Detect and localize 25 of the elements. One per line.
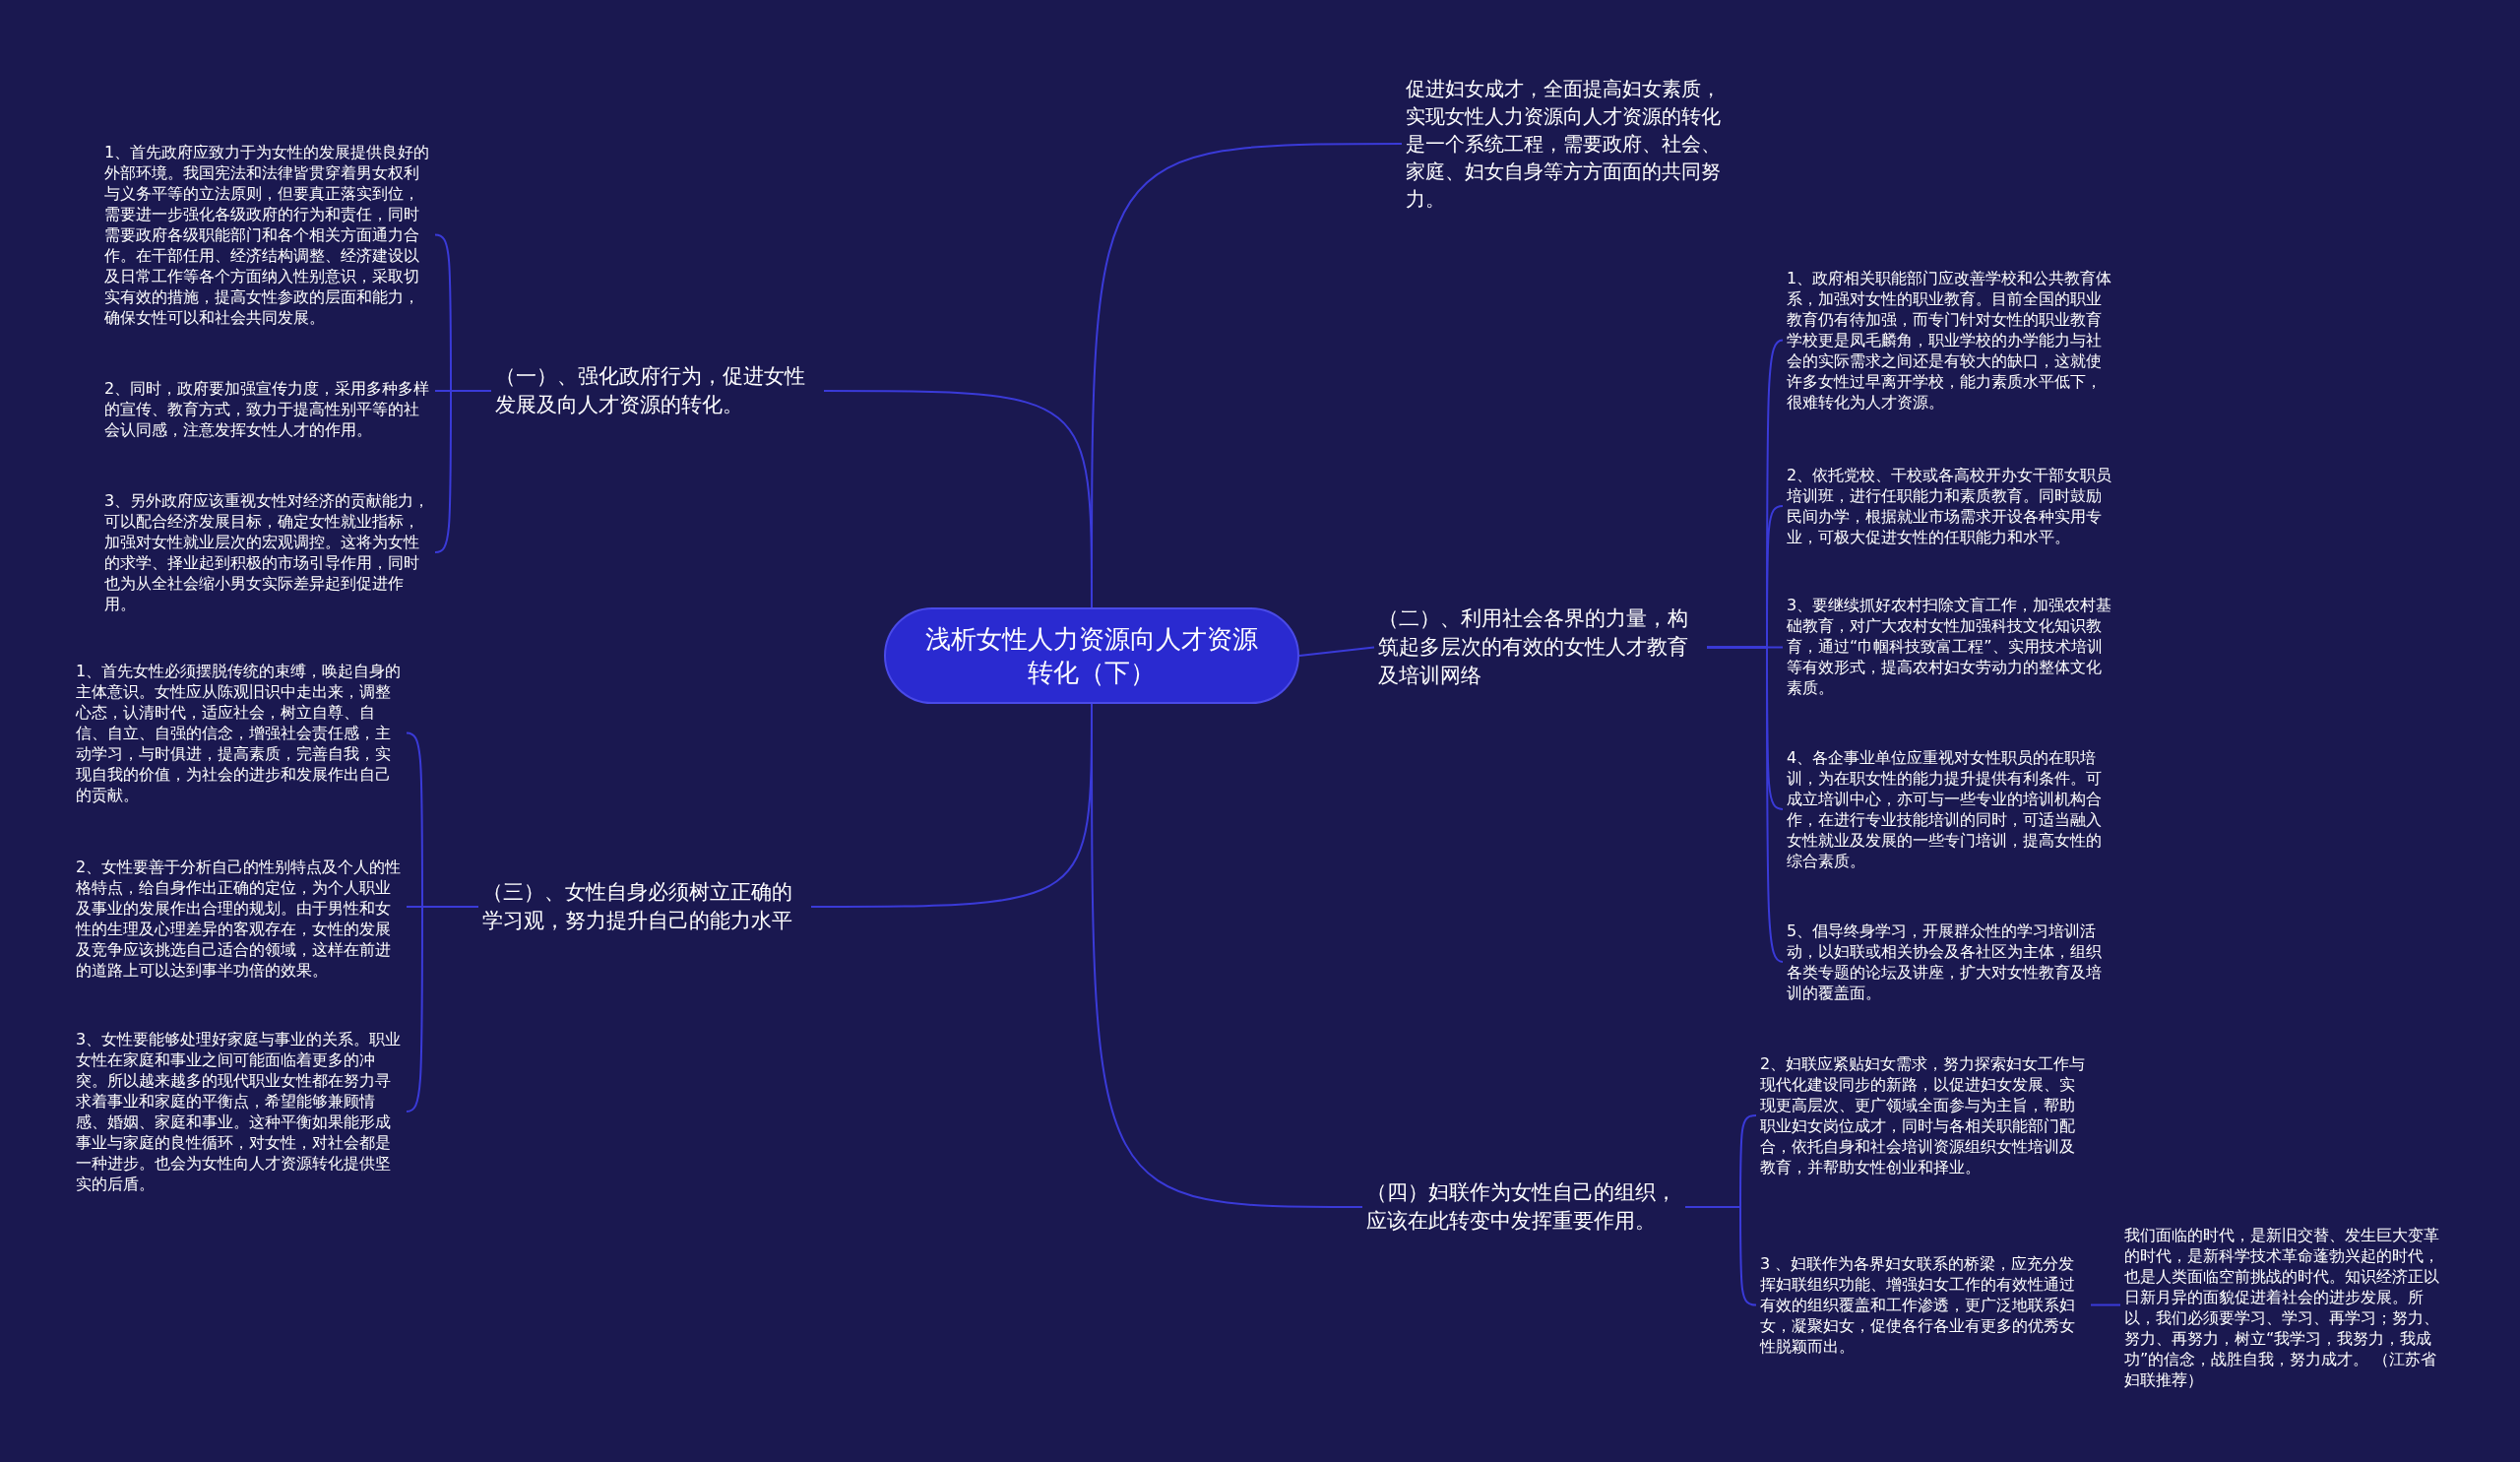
note-text: 2、同时，政府要加强宣传力度，采用多种多样的宣传、教育方式，致力于提高性别平等的社会认同感，注意发挥女性人才的作用。 [104, 378, 431, 440]
connector-line [2090, 1303, 2121, 1306]
note-text: 促进妇女成才，全面提高妇女素质，实现女性人力资源向人才资源的转化是一个系统工程，需要政府、社会、家庭、妇女自身等方方面面的共同努力。 [1406, 75, 1731, 213]
note-text: 1、首先政府应致力于为女性的发展提供良好的外部环境。我国宪法和法律皆贯穿着男女权利与义务平等的立法原则，但要真正落实到位，需要进一步强化各级政府的行为和责任，同时需要政府各级职能部门和各个相关方面通力合作。在干部任用、经济结构调整、经济建设以及日常工作等各个方面纳入性别意识，采取切实有效的措施，提高女性参政的层面和能力，确保女性可以和社会共同发展。 [104, 142, 431, 328]
note-text: 3 、妇联作为各界妇女联系的桥梁，应充分发挥妇联组织功能、增强妇女工作的有效性通过有效的组织覆盖和工作渗透，更广泛地联系妇女，凝聚妇女，促使各行各业有更多的优秀女性脱颖而出。 [1760, 1253, 2087, 1357]
branch-label: （三）、女性自身必须树立正确的学习观，努力提升自己的能力水平 [482, 878, 807, 935]
connector-line [406, 906, 479, 1112]
note-text: 4、各企事业单位应重视对女性职员的在职培训，为在职女性的能力提升提供有利条件。可成立培训中心，亦可与一些专业的培训机构合作，在进行专业技能培训的同时，可适当融入女性就业及发展的一些专门培训，提高女性的综合素质。 [1787, 747, 2113, 871]
note-text: 我们面临的时代，是新旧交替、发生巨大变革的时代，是新科学技术革命蓬勃兴起的时代，也是人类面临空前挑战的时代。知识经济正以日新月异的面貌促进着社会的进步发展。所以，我们必须要学习、学习、再学习；努力、努力、再努力，树立“我学习，我努力，我成功”的信念，战胜自我，努力成才。 （江苏省妇联推荐） [2124, 1225, 2451, 1390]
connector-line [1706, 646, 1784, 963]
branch-label: （四）妇联作为女性自己的组织，应该在此转变中发挥重要作用。 [1366, 1178, 1681, 1236]
branch-label: （二）、利用社会各界的力量，构筑起多层次的有效的女性人才教育及培训网络 [1378, 604, 1703, 690]
branch-label: （一）、强化政府行为，促进女性发展及向人才资源的转化。 [495, 362, 820, 419]
note-text: 2、妇联应紧贴妇女需求，努力探索妇女工作与现代化建设同步的新路，以促进妇女发展、实现更高层次、更广领域全面参与为主旨，帮助职业妇女岗位成才，同时与各相关职能部门配合，依托自身和社会培训资源组织女性培训及教育，并帮助女性创业和择业。 [1760, 1053, 2087, 1177]
connector-line [1298, 646, 1375, 657]
note-text: 1、首先女性必须摆脱传统的束缚，唤起自身的主体意识。女性应从陈观旧识中走出来，调整心态，认清时代，适应社会，树立自尊、自信、自立、自强的信念，增强社会责任感，主动学习，与时俱进，提高素质，完善自我，实现自我的价值，为社会的进步和发展作出自己的贡献。 [76, 661, 403, 805]
connector-line [1684, 1206, 1757, 1306]
note-text: 2、依托党校、干校或各高校开办女干部女职员培训班，进行任职能力和素质教育。同时鼓励民间办学，根据就业市场需求开设各种实用专业，可极大促进女性的任职能力和水平。 [1787, 465, 2113, 547]
note-text: 3、要继续抓好农村扫除文盲工作，加强农村基础教育，对广大农村女性加强科技文化知识教育，通过“巾帼科技致富工程”、实用技术培训等有效形式，提高农村妇女劳动力的整体文化素质。 [1787, 595, 2113, 698]
note-text: 2、女性要善于分析自己的性别特点及个人的性格特点，给自身作出正确的定位，为个人职业及事业的发展作出合理的规划。由于男性和女性的生理及心理差异的客观存在，女性的发展及竞争应该挑选自己适合的领域，这样在前进的道路上可以达到事半功倍的效果。 [76, 857, 403, 981]
note-text: 1、政府相关职能部门应改善学校和公共教育体系，加强对女性的职业教育。目前全国的职业教育仍有待加强，而专门针对女性的职业教育学校更是凤毛麟角，职业学校的办学能力与社会的实际需求之间还是有较大的缺口，这就使许多女性过早离开学校，能力素质水平低下，很难转化为人才资源。 [1787, 268, 2113, 413]
note-text: 5、倡导终身学习，开展群众性的学习培训活动，以妇联或相关协会及各社区为主体，组织各类专题的论坛及讲座，扩大对女性教育及培训的覆盖面。 [1787, 921, 2113, 1003]
note-text: 3、另外政府应该重视女性对经济的贡献能力，可以配合经济发展目标，确定女性就业指标，加强对女性就业层次的宏观调控。这将为女性的求学、择业起到积极的市场引导作用，同时也为从全社会缩小男女实际差异起到促进作用。 [104, 490, 431, 614]
central-topic-box: 浅析女性人力资源向人才资源转化（下） [884, 607, 1299, 704]
note-text: 3、女性要能够处理好家庭与事业的关系。职业女性在家庭和事业之间可能面临着更多的冲突。所以越来越多的现代职业女性都在努力寻求着事业和家庭的平衡点，希望能够兼顾情感、婚姻、家庭和事业。这种平衡如果能形成事业与家庭的良性循环，对女性，对社会都是一种进步。也会为女性向人才资源转化提供坚实的后盾。 [76, 1029, 403, 1194]
